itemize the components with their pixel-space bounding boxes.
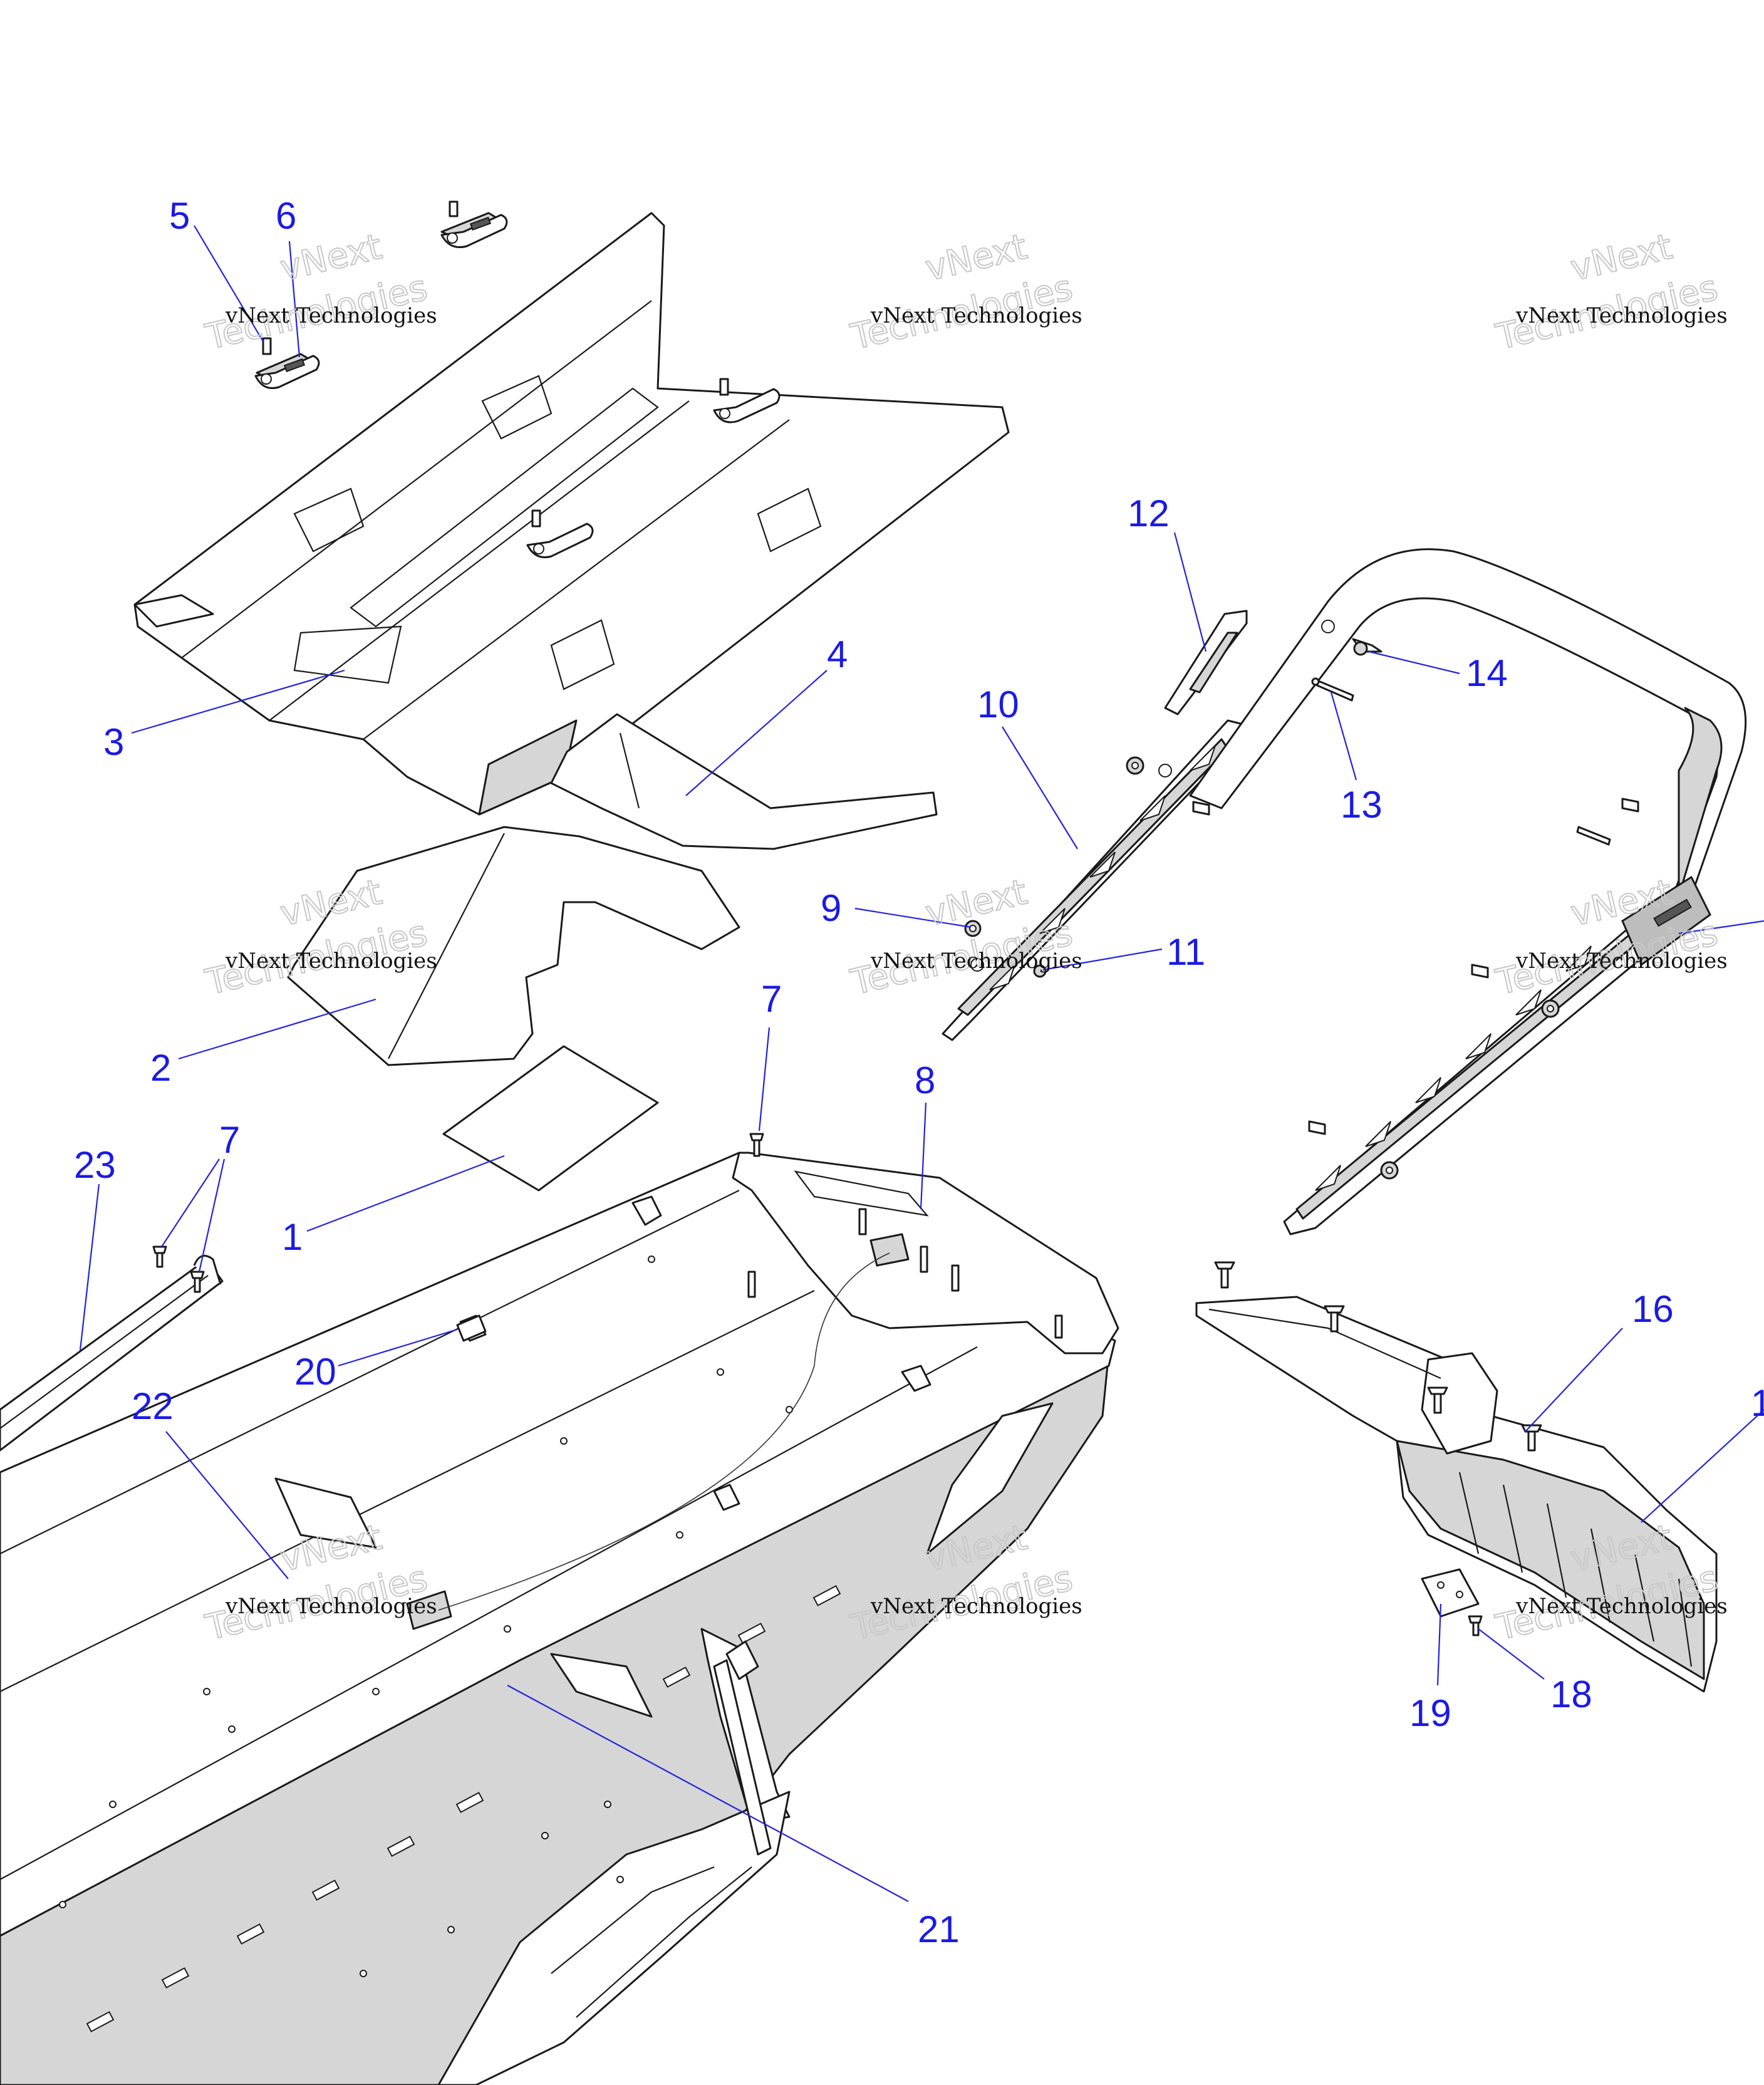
washer-11 [1033, 964, 1047, 978]
callout-12: 12 [1128, 492, 1170, 534]
callout-16: 16 [1632, 1288, 1674, 1330]
bolt-14 [1352, 638, 1383, 656]
bumper-bracket [713, 1640, 772, 1856]
part-seat-pan [287, 826, 740, 1066]
callout-8: 8 [915, 1059, 935, 1101]
svg-text:vNext Technologies: vNext Technologies [870, 949, 1082, 974]
pin-13 [1311, 677, 1354, 702]
svg-text:vNext Technologies: vNext Technologies [1515, 1594, 1728, 1619]
callout-3: 3 [103, 721, 124, 763]
tunnel-slots [86, 1585, 841, 2032]
svg-text:vNext Technologies: vNext Technologies [1515, 303, 1728, 328]
callout-19: 19 [1409, 1692, 1451, 1734]
callout-9: 9 [821, 887, 841, 929]
bolt-c [1471, 964, 1489, 979]
part-bumper-rail-left [942, 719, 1254, 1041]
callout-7-upper: 7 [761, 978, 782, 1020]
callout-1-right: 1 [1751, 1382, 1764, 1424]
loop-cutouts [1315, 945, 1592, 1191]
rail-cutouts [989, 745, 1216, 991]
nut-9 [964, 920, 982, 937]
part-seat-support [550, 713, 938, 850]
callout-13: 13 [1341, 784, 1383, 826]
svg-text:vNext Technologies: vNext Technologies [225, 303, 437, 328]
nut-lower-1 [1541, 999, 1560, 1018]
bracket-2 [440, 200, 508, 248]
flap-bolts [1214, 1261, 1542, 1452]
part-tunnel-top-plate [133, 212, 1010, 816]
callout-6: 6 [276, 195, 296, 237]
part-tunnel-bolt [749, 1133, 764, 1157]
callout-14: 14 [1466, 652, 1508, 694]
callout-18: 18 [1550, 1673, 1592, 1715]
part-snowflap [1195, 1261, 1718, 1693]
tunnel-pins [747, 1208, 1063, 1339]
bracket-4 [526, 509, 594, 558]
callout-22: 22 [132, 1385, 174, 1427]
part-clip [456, 1314, 487, 1342]
bolt-a [1192, 801, 1210, 816]
callout-4: 4 [827, 633, 848, 675]
bracket-3 [713, 378, 781, 424]
callout-21: 21 [918, 1908, 960, 1950]
bumper-hardware [964, 638, 1639, 1180]
svg-text:vNext Technologies: vNext Technologies [1515, 949, 1728, 974]
watermark-1: vNext Technologies vNext Technologies [201, 226, 437, 359]
nut-lower-2 [1380, 1161, 1399, 1180]
watermark-5: vNext Technologies vNext Technologies [846, 871, 1082, 1004]
pin-right [1576, 826, 1611, 846]
callout-1: 1 [282, 1216, 303, 1258]
callout-10: 10 [977, 684, 1019, 725]
bolt-d [1308, 1120, 1326, 1135]
callout-7-left: 7 [219, 1119, 240, 1161]
tunnel-connector [406, 1233, 910, 1630]
watermark-3: vNext Technologies vNext Technologies [1492, 226, 1728, 359]
part-tunnel-body [0, 1152, 1119, 2085]
callout-5: 5 [169, 195, 190, 237]
svg-text:vNext Technologies: vNext Technologies [225, 1594, 437, 1619]
flap-plate-19 [1421, 1568, 1480, 1618]
flap-bolt-18 [1468, 1615, 1483, 1636]
part-handle-insert [1164, 610, 1248, 715]
svg-text:vNext Technologies: vNext Technologies [870, 303, 1082, 328]
callout-11: 11 [1166, 931, 1205, 973]
bolt-b [1621, 798, 1639, 813]
bracket-1 [254, 337, 320, 389]
leader-lines [79, 225, 1764, 1902]
part-rear-bumper-loop [1189, 548, 1747, 1235]
nut-upper [1126, 756, 1144, 775]
callout-20: 20 [294, 1351, 336, 1393]
callout-labels: 5 6 3 4 2 1 12 10 14 13 9 11 7 8 23 7 20… [74, 195, 1764, 1950]
svg-text:vNext Technologies: vNext Technologies [870, 1594, 1082, 1619]
watermark-2: vNext Technologies vNext Technologies [846, 226, 1082, 359]
svg-text:vNext Technologies: vNext Technologies [225, 949, 437, 974]
part-mount-brackets [254, 200, 781, 558]
callout-2: 2 [150, 1047, 171, 1089]
callout-23: 23 [74, 1144, 116, 1186]
rail-bolt-1 [152, 1245, 167, 1268]
part-decal-pad [442, 1045, 659, 1192]
